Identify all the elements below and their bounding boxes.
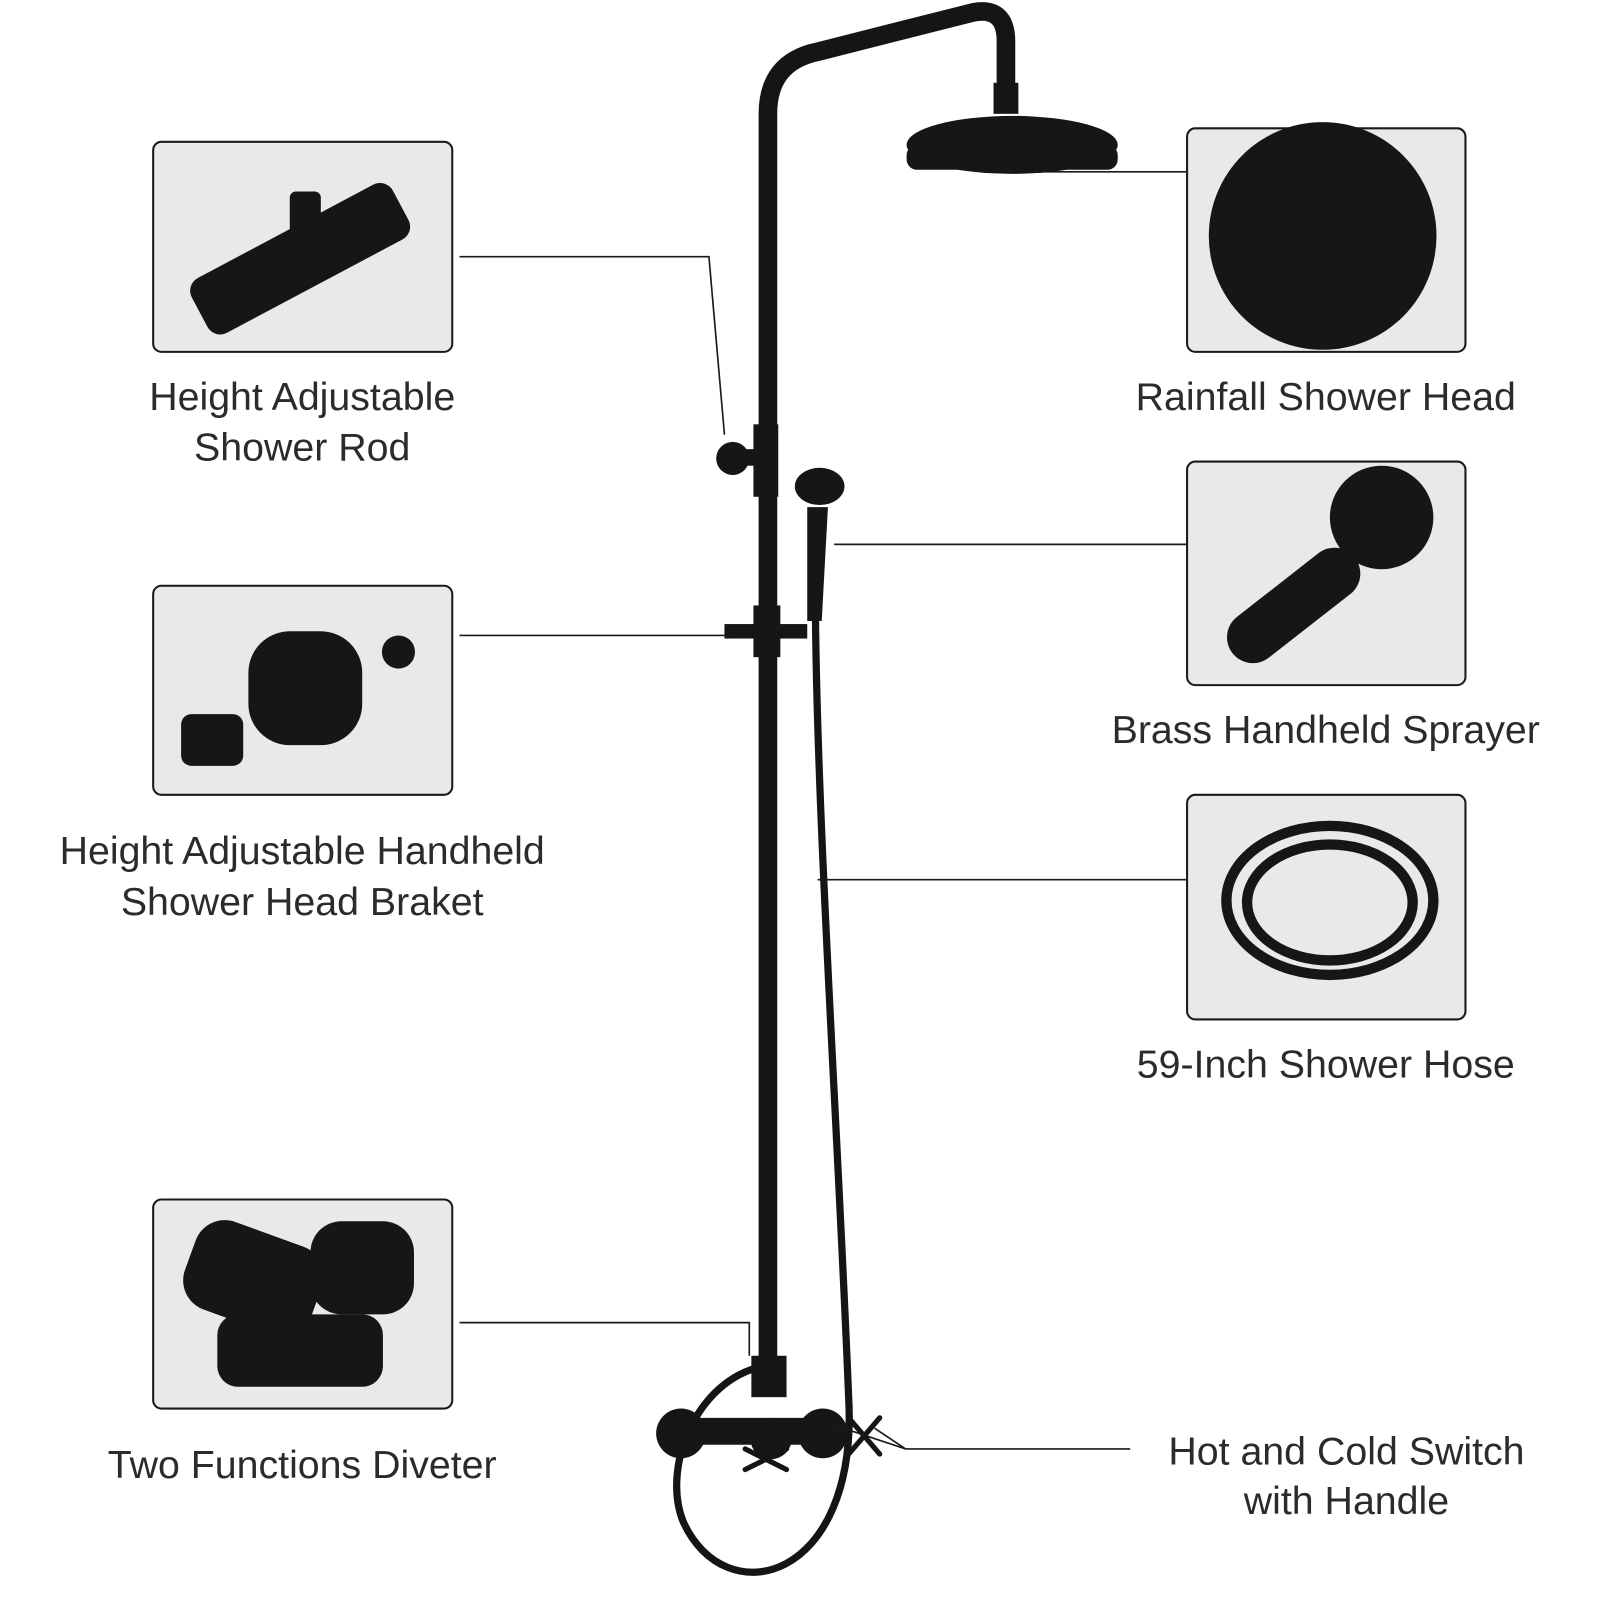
rain-head-detail-panel bbox=[1186, 122, 1467, 353]
label-switch-line2: with Handle bbox=[1243, 1479, 1449, 1523]
label-hose: 59-Inch Shower Hose bbox=[1137, 1042, 1515, 1086]
label-bracket-line1: Height Adjustable Handheld bbox=[60, 829, 545, 873]
hose-detail-panel bbox=[1186, 793, 1467, 1021]
leader-line-diverter bbox=[459, 1321, 751, 1356]
label-shower-rod-line2: Shower Rod bbox=[194, 426, 410, 470]
label-shower-rod-line1: Height Adjustable bbox=[149, 375, 455, 419]
leader-line-switch bbox=[827, 1422, 1131, 1450]
handheld-detail-panel bbox=[1186, 460, 1467, 687]
bracket-detail-panel bbox=[152, 584, 454, 796]
leader-line-rod bbox=[459, 255, 726, 435]
rod-detail-panel bbox=[152, 140, 454, 353]
diverter-detail-panel bbox=[152, 1198, 454, 1410]
label-bracket-line2: Shower Head Braket bbox=[121, 880, 484, 924]
label-handheld: Brass Handheld Sprayer bbox=[1112, 708, 1540, 752]
label-rain-head: Rainfall Shower Head bbox=[1136, 375, 1516, 419]
label-switch-line1: Hot and Cold Switch bbox=[1168, 1429, 1524, 1473]
label-diverter: Two Functions Diveter bbox=[108, 1443, 497, 1487]
shower-system-illustration bbox=[656, 2, 1118, 1576]
